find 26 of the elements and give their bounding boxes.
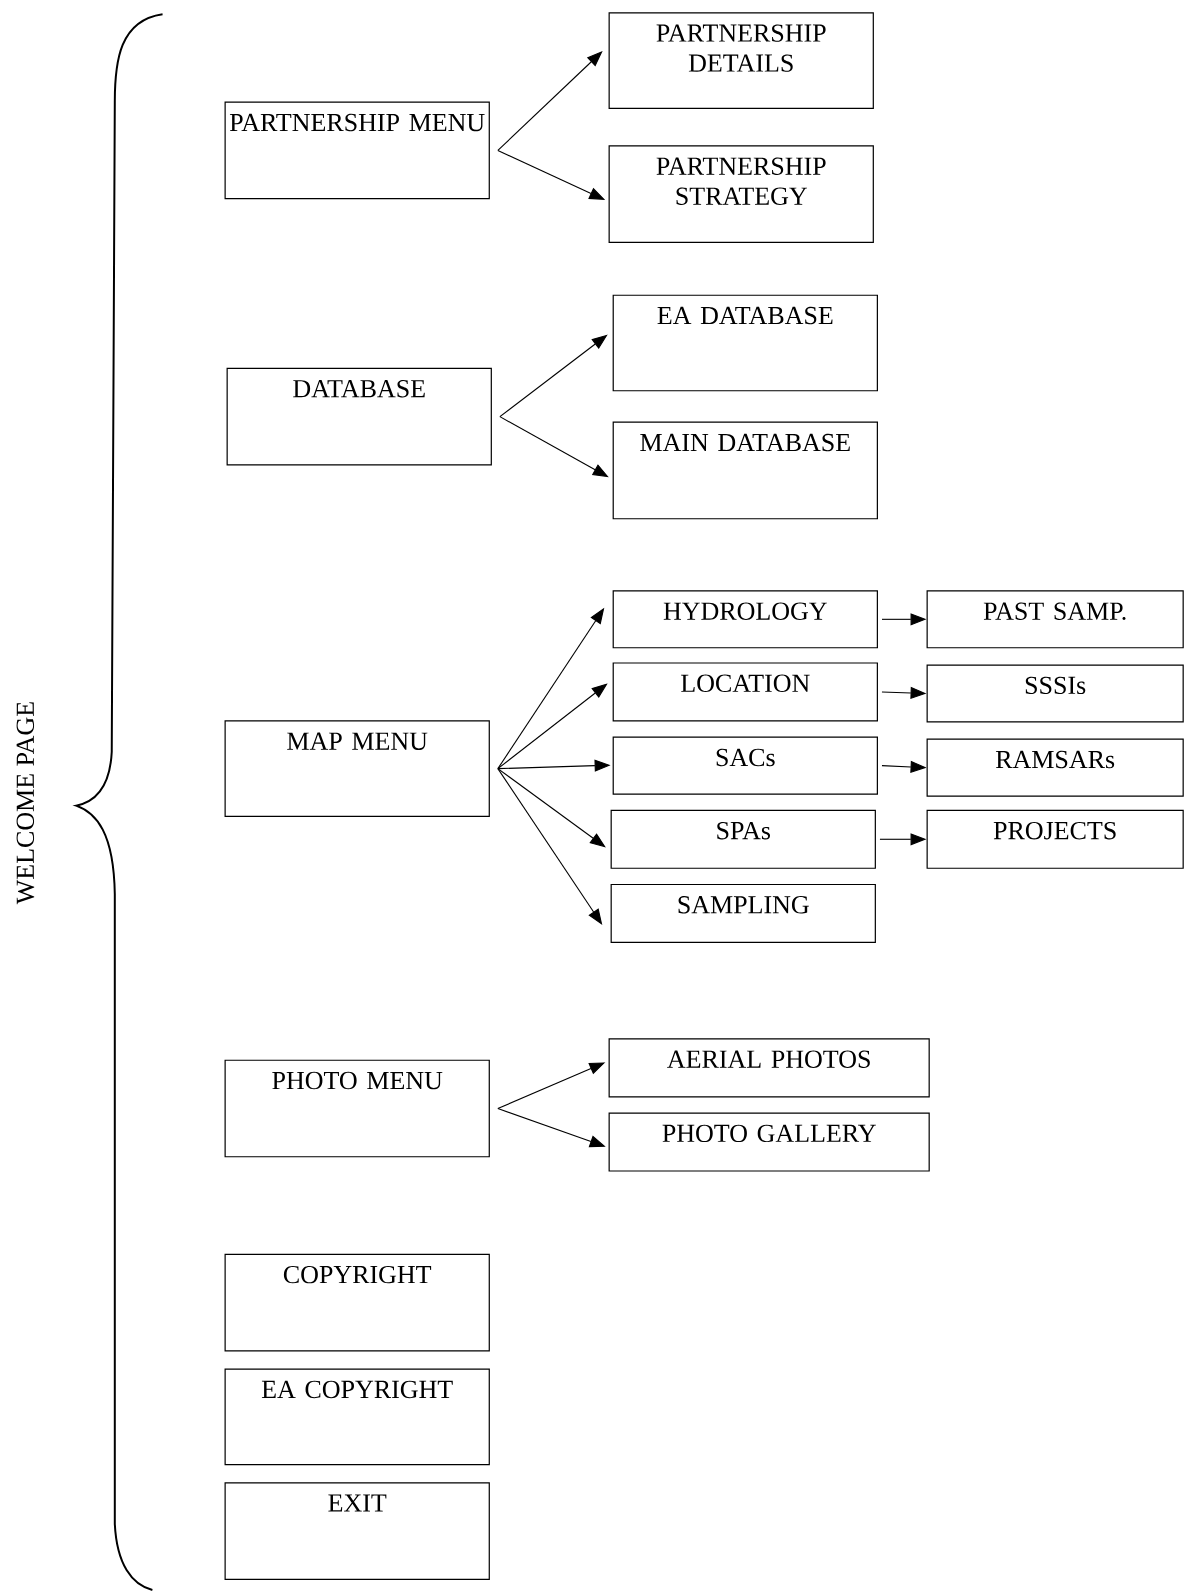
menu-box: PARTNERSHIP DETAILS xyxy=(608,12,875,109)
menu-box: SAMPLING xyxy=(610,883,877,943)
menu-box: SPAs xyxy=(610,809,877,869)
menu-box: PHOTO MENU xyxy=(224,1059,491,1158)
menu-box: SSSIs xyxy=(926,664,1184,723)
menu-box: PHOTO GALLERY xyxy=(608,1112,930,1172)
arrow xyxy=(497,1107,606,1148)
menu-box: SACs xyxy=(612,736,879,795)
menu-box: PARTNERSHIP MENU xyxy=(224,101,491,200)
menu-box: MAP MENU xyxy=(224,720,491,817)
arrow xyxy=(499,334,608,418)
menu-box: COPYRIGHT xyxy=(224,1253,491,1352)
menu-box: DATABASE xyxy=(226,367,493,466)
menu-box: PARTNERSHIP STRATEGY xyxy=(608,145,875,243)
menu-box: AERIAL PHOTOS xyxy=(608,1038,930,1098)
arrow xyxy=(497,683,608,770)
menu-box: EA COPYRIGHT xyxy=(224,1368,491,1466)
menu-box: HYDROLOGY xyxy=(612,590,879,649)
menu-box: PAST SAMP. xyxy=(926,590,1184,649)
menu-box: EXIT xyxy=(224,1482,491,1580)
menu-box: PROJECTS xyxy=(926,809,1184,869)
menu-box: LOCATION xyxy=(612,662,879,722)
menu-box: MAIN DATABASE xyxy=(612,421,879,520)
page-title: WELCOME PAGE xyxy=(16,702,35,905)
menu-box: EA DATABASE xyxy=(612,294,879,392)
menu-box: RAMSARs xyxy=(926,738,1184,797)
